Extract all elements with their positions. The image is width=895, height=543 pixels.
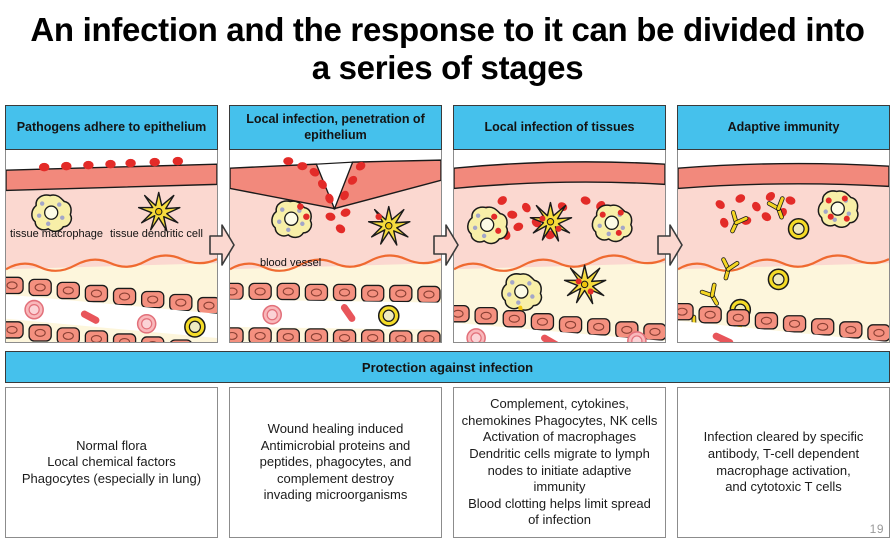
protection-text-2: Wound healing induced Antimicrobial prot… [259, 420, 412, 503]
stage-header-adaptive-immunity: Adaptive immunity [677, 105, 890, 150]
art-label-tissue-macrophage: tissue macrophage [10, 228, 103, 240]
protection-cell-pathogens-adhere: Normal flora Local chemical factors Phag… [5, 387, 218, 538]
protection-cell-adaptive-immunity: Infection cleared by specific antibody, … [677, 387, 890, 538]
stage-art-local-infection-penetration: blood vessel [229, 150, 442, 343]
protection-text-3: Complement, cytokines, chemokines Phagoc… [461, 396, 658, 528]
protection-bar: Protection against infection [5, 351, 890, 383]
stage-panel-adaptive-immunity: Adaptive immunity [677, 105, 890, 343]
protection-text-row: Normal flora Local chemical factors Phag… [5, 387, 890, 538]
stage-panel-pathogens-adhere: Pathogens adhere to epithelium [5, 105, 235, 343]
art-label-tissue-dendritic-cell: tissue dendritic cell [110, 228, 203, 240]
stage-art-pathogens-adhere: tissue macrophage tissue dendritic cell [5, 150, 218, 343]
stage-panel-local-infection-tissues: Local infection of tissues [453, 105, 683, 343]
art-label-blood-vessel: blood vessel [260, 257, 322, 269]
slide-title: An infection and the response to it can … [30, 11, 865, 86]
stage-header-local-infection-tissues: Local infection of tissues [453, 105, 666, 150]
protection-text-4: Infection cleared by specific antibody, … [703, 429, 864, 495]
stage-illustration-row: Pathogens adhere to epithelium [5, 105, 890, 343]
stage-panel-local-infection-penetration: Local infection, penetration of epitheli… [229, 105, 459, 343]
protection-cell-local-infection-tissues: Complement, cytokines, chemokines Phagoc… [453, 387, 666, 538]
protection-text-1: Normal flora Local chemical factors Phag… [21, 437, 202, 486]
stage-art-local-infection-tissues [453, 150, 666, 343]
stage-header-pathogens-adhere: Pathogens adhere to epithelium [5, 105, 218, 150]
stage-art-adaptive-immunity [677, 150, 890, 343]
page-number: 19 [869, 522, 884, 536]
protection-cell-local-infection-penetration: Wound healing induced Antimicrobial prot… [229, 387, 442, 538]
stage-header-local-infection-penetration: Local infection, penetration of epitheli… [229, 105, 442, 150]
